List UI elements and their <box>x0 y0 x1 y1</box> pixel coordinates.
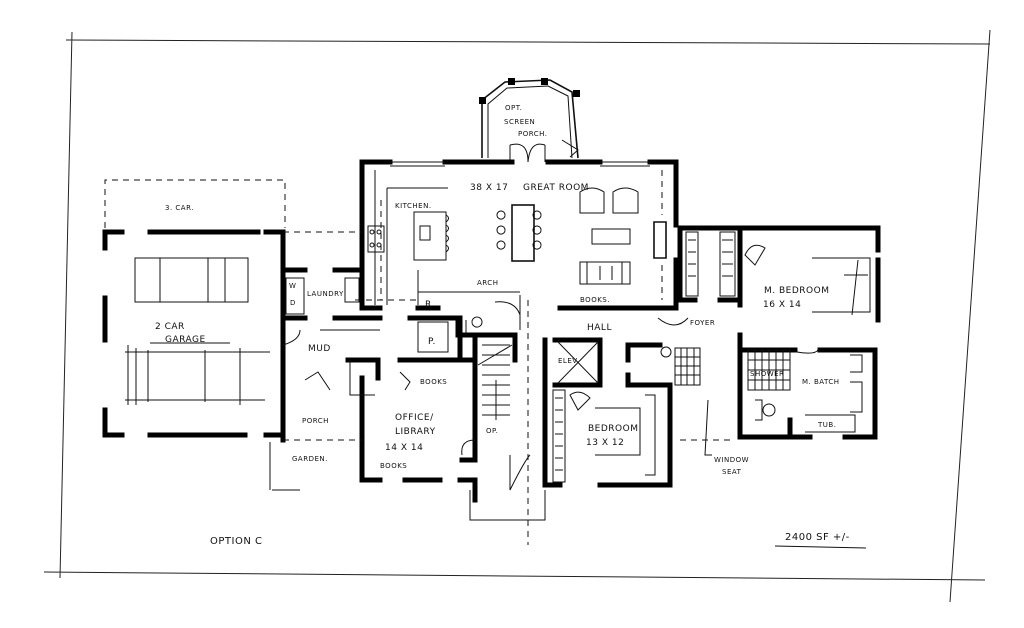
great-room-dims: 38 X 17 <box>470 183 508 193</box>
master-suite <box>677 225 881 456</box>
tub-label: TUB. <box>817 421 836 429</box>
window-seat-label-2: SEAT <box>722 468 742 476</box>
screen-porch <box>479 78 580 163</box>
books-label: BOOKS. <box>580 296 610 304</box>
laundry-label: LAUNDRY <box>307 290 344 298</box>
office-stair-core <box>359 300 546 545</box>
great-room-label: GREAT ROOM <box>523 183 589 193</box>
office-dims: 14 X 14 <box>385 443 423 453</box>
kitchen-label: KITCHEN. <box>395 202 432 210</box>
great-room-block <box>359 159 679 330</box>
office-side-books-label: BOOKS <box>380 462 407 470</box>
master-bath-label: M. BATCH <box>802 378 840 386</box>
shower-label: SHOWER <box>750 370 784 378</box>
bedroom-label: BEDROOM <box>588 424 638 434</box>
elevator-label: ELEV. <box>558 357 579 365</box>
pantry-label: P. <box>428 337 436 347</box>
room-labels: OPT. SCREEN PORCH. 38 X 17 GREAT ROOM KI… <box>155 104 840 476</box>
garden-label: GARDEN. <box>292 455 328 463</box>
garage-label-1: 2 CAR <box>155 322 185 332</box>
mud-label: MUD <box>308 344 331 354</box>
master-bedroom-label: M. BEDROOM <box>764 286 829 296</box>
foyer-label: FOYER <box>690 319 715 327</box>
stair-note-label: OP. <box>486 427 498 435</box>
dryer-label: D <box>290 299 296 307</box>
screen-porch-label-3: PORCH. <box>518 130 548 138</box>
office-label-1: OFFICE/ <box>395 413 434 423</box>
option-label: OPTION C <box>210 536 262 547</box>
hall-label: HALL <box>587 323 612 333</box>
porch-label: PORCH <box>302 417 329 425</box>
area-label: 2400 SF +/- <box>785 532 850 543</box>
mud-laundry <box>269 231 418 491</box>
window-seat-label-1: WINDOW <box>714 456 749 464</box>
sheet-notes: OPTION C 2400 SF +/- <box>210 532 867 549</box>
screen-porch-label-2: SCREEN <box>504 118 535 126</box>
sheet-frame <box>43 29 991 603</box>
garage-label-2: GARAGE <box>165 335 206 345</box>
office-label-2: LIBRARY <box>395 427 436 437</box>
master-bedroom-dims: 16 X 14 <box>763 300 801 310</box>
screen-porch-label-1: OPT. <box>505 104 522 112</box>
bedroom-dims: 13 X 12 <box>586 438 624 448</box>
arch-label: ARCH <box>477 279 498 287</box>
bedroom-wing <box>542 317 701 488</box>
refrigerator-label: R <box>425 300 432 310</box>
office-books-label: BOOKS <box>420 378 447 386</box>
three-car-label: 3. CAR. <box>165 204 194 212</box>
washer-label: W <box>289 282 296 290</box>
garage <box>102 179 286 438</box>
